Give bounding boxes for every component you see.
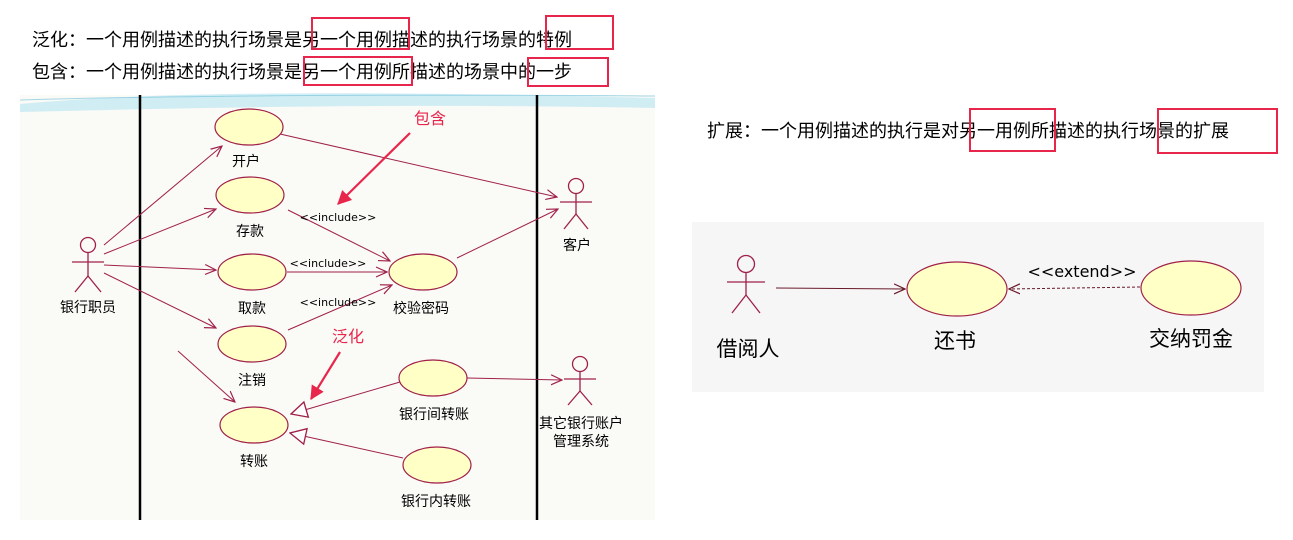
use-case-verify-password-label: 校验密码 — [393, 300, 449, 317]
include-relation — [287, 209, 390, 261]
generalization-annotation: 泛化 — [332, 327, 364, 346]
use-case-deposit-label: 存款 — [236, 224, 264, 240]
use-case-return-book — [906, 261, 1008, 317]
include-stereotype: <<include>> — [290, 257, 367, 270]
include-stereotype: <<include>> — [300, 211, 377, 224]
include-annotation-arrow — [337, 132, 411, 205]
use-case-withdraw-label: 取款 — [238, 301, 266, 317]
use-case-transfer — [219, 406, 289, 444]
highlight-box — [1157, 108, 1278, 154]
use-case-open-account — [214, 108, 284, 146]
diagram-background — [20, 95, 655, 520]
highlight-box — [527, 57, 609, 87]
highlight-box — [545, 15, 614, 50]
decorative-wave — [20, 93, 655, 112]
association-line — [103, 265, 216, 270]
inclusion-definition: 包含：一个用例描述的执行场景是另一个用例所描述的场景中的一步 — [32, 62, 572, 83]
generalization-relation — [290, 433, 404, 459]
external-system-label-line1: 其它银行账户 — [539, 415, 623, 432]
association-line — [456, 209, 558, 259]
extension-definition: 扩展：一个用例描述的执行是对另一用例所描述的执行场景的扩展 — [707, 121, 1229, 142]
use-case-withdraw — [217, 253, 287, 291]
extend-stereotype: <<extend>> — [1027, 262, 1136, 281]
association-line — [466, 378, 562, 380]
use-case-open-account-label: 开户 — [232, 153, 260, 170]
extend-relation — [1009, 287, 1141, 289]
clerk-actor-label: 银行职员 — [60, 300, 116, 316]
borrower-actor — [727, 254, 765, 314]
use-case-pay-fine — [1140, 260, 1242, 316]
include-annotation: 包含 — [414, 109, 446, 128]
use-case-pay-fine-label: 交纳罚金 — [1149, 327, 1233, 351]
use-case-verify-password — [388, 253, 458, 291]
generalization-definition: 泛化：一个用例描述的执行场景是另一个用例描述的执行场景的特例 — [32, 30, 572, 51]
external-system-label-line2: 管理系统 — [553, 434, 609, 450]
customer-actor-label: 客户 — [563, 237, 591, 254]
generalization-annotation-arrow — [310, 351, 341, 400]
association-line — [279, 133, 557, 197]
association-line — [103, 272, 216, 328]
borrower-actor-label: 借阅人 — [717, 337, 780, 361]
highlight-box — [969, 108, 1056, 152]
use-case-intrabank-transfer — [402, 446, 472, 484]
clerk-actor — [72, 236, 104, 293]
customer-actor — [560, 177, 592, 230]
external-system-actor — [564, 355, 596, 406]
generalization-relation — [291, 381, 401, 414]
association-line — [103, 209, 216, 255]
highlight-box — [311, 17, 410, 50]
use-case-cancel-account-label: 注销 — [238, 373, 266, 389]
use-case-transfer-label: 转账 — [240, 454, 268, 470]
include-relation — [287, 285, 392, 331]
use-case-deposit — [215, 176, 285, 214]
association-line — [103, 146, 222, 246]
use-case-return-book-label: 还书 — [934, 329, 976, 353]
use-case-interbank-transfer — [398, 359, 468, 397]
use-case-cancel-account — [217, 325, 287, 363]
use-case-interbank-transfer-label: 银行间转账 — [399, 407, 469, 423]
association-line — [177, 350, 235, 402]
highlight-box — [303, 56, 413, 86]
association-line — [775, 288, 905, 289]
include-stereotype: <<include>> — [300, 296, 377, 309]
use-case-intrabank-transfer-label: 银行内转账 — [401, 494, 471, 510]
